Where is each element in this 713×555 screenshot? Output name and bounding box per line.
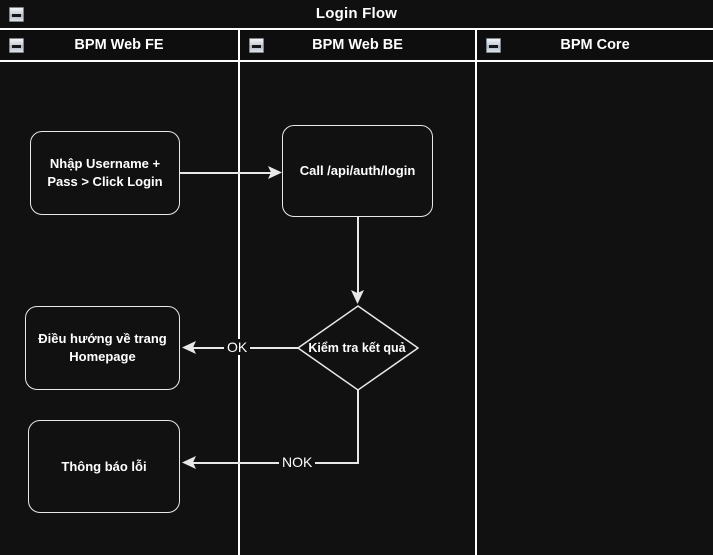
edge-check-nok-hline [192, 462, 359, 464]
diagram-title-bar: Login Flow [0, 0, 713, 30]
minus-box-icon[interactable] [9, 7, 24, 22]
edge-call-to-check-line [357, 217, 359, 299]
node-label: Kiểm tra kết quả [308, 341, 406, 355]
lane-header-label: BPM Core [560, 37, 630, 53]
lane-body-bpm-web-be [240, 62, 477, 555]
node-label: Thông báo lỗi [61, 458, 147, 474]
node-label: Điều hướng về trang Homepage [38, 331, 167, 364]
node-redirect-homepage[interactable]: Điều hướng về trang Homepage [25, 306, 180, 390]
lane-header-bpm-web-fe: BPM Web FE [0, 30, 240, 62]
edge-input-to-call-line [180, 172, 277, 174]
node-call-login-api[interactable]: Call /api/auth/login [282, 125, 433, 217]
lane-header-bpm-web-be: BPM Web BE [240, 30, 477, 62]
lane-header-label: BPM Web BE [312, 37, 403, 53]
node-label: Nhập Username + Pass > Click Login [47, 156, 163, 189]
edge-input-to-call-arrowhead [268, 165, 282, 180]
edge-call-to-check-arrowhead [350, 290, 365, 304]
lane-body-bpm-web-fe [0, 62, 240, 555]
lane-header-bpm-core: BPM Core [477, 30, 713, 62]
edge-check-nok-arrowhead [182, 455, 196, 470]
node-show-error[interactable]: Thông báo lỗi [28, 420, 180, 513]
minus-box-icon[interactable] [486, 38, 501, 53]
edge-label-ok: OK [224, 339, 251, 355]
node-label: Call /api/auth/login [299, 163, 416, 179]
minus-box-icon[interactable] [249, 38, 264, 53]
edge-check-nok-vline [357, 389, 359, 464]
edge-check-ok-arrowhead [182, 340, 196, 355]
lane-body-bpm-core [477, 62, 713, 555]
node-input-credentials[interactable]: Nhập Username + Pass > Click Login [30, 131, 180, 215]
minus-box-icon[interactable] [9, 38, 24, 53]
node-check-result[interactable]: Kiểm tra kết quả [297, 305, 419, 391]
lane-header-label: BPM Web FE [74, 37, 164, 53]
diagram-title: Login Flow [315, 5, 398, 22]
edge-label-nok: NOK [279, 454, 316, 470]
